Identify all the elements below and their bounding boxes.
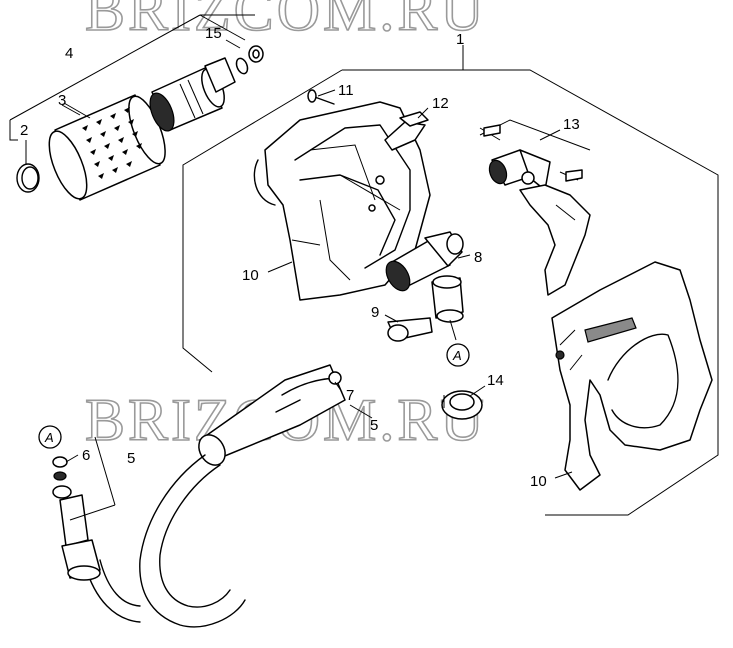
handle-shell bbox=[551, 261, 713, 491]
callout-3: 3 bbox=[58, 92, 66, 109]
trigger-lever bbox=[519, 184, 591, 296]
part-9-pin bbox=[387, 317, 433, 342]
part-6-fitting bbox=[52, 436, 116, 581]
callout-labels: 1 2 3 4 5 5 6 7 8 9 10 10 11 12 13 14 15 bbox=[20, 25, 580, 490]
svg-text:A: A bbox=[44, 430, 54, 445]
bracket-4 bbox=[9, 14, 255, 141]
part-3-sleeve bbox=[48, 94, 166, 201]
callout-14: 14 bbox=[487, 372, 504, 389]
callout-2: 2 bbox=[20, 122, 28, 139]
leader-lines bbox=[61, 39, 573, 479]
watermark-top: BRIZCOM.RU bbox=[85, 0, 487, 43]
callout-11: 11 bbox=[338, 82, 354, 99]
callout-10a: 10 bbox=[242, 267, 259, 284]
part-11-screw bbox=[307, 89, 335, 105]
callout-5b: 5 bbox=[370, 417, 378, 434]
part-15-nozzle bbox=[149, 45, 264, 132]
part-14-ring bbox=[441, 390, 483, 420]
part-2-ring bbox=[16, 140, 40, 193]
reference-mark-a-1: A bbox=[446, 343, 470, 367]
lance-and-hose bbox=[84, 364, 346, 628]
callout-7: 7 bbox=[346, 387, 354, 404]
callout-5a: 5 bbox=[127, 450, 135, 467]
callout-6: 6 bbox=[82, 447, 90, 464]
callout-1: 1 bbox=[456, 31, 464, 48]
callout-4: 4 bbox=[65, 45, 73, 62]
callout-10b: 10 bbox=[530, 473, 547, 490]
part-8-fitting bbox=[385, 231, 464, 341]
callout-9: 9 bbox=[371, 304, 379, 321]
reference-mark-a-2: A bbox=[38, 425, 62, 449]
callout-15: 15 bbox=[205, 25, 222, 42]
assembly-outline bbox=[182, 45, 719, 516]
callout-8: 8 bbox=[474, 249, 482, 266]
callout-12: 12 bbox=[432, 95, 449, 112]
callout-13: 13 bbox=[563, 116, 580, 133]
svg-text:A: A bbox=[452, 348, 462, 363]
